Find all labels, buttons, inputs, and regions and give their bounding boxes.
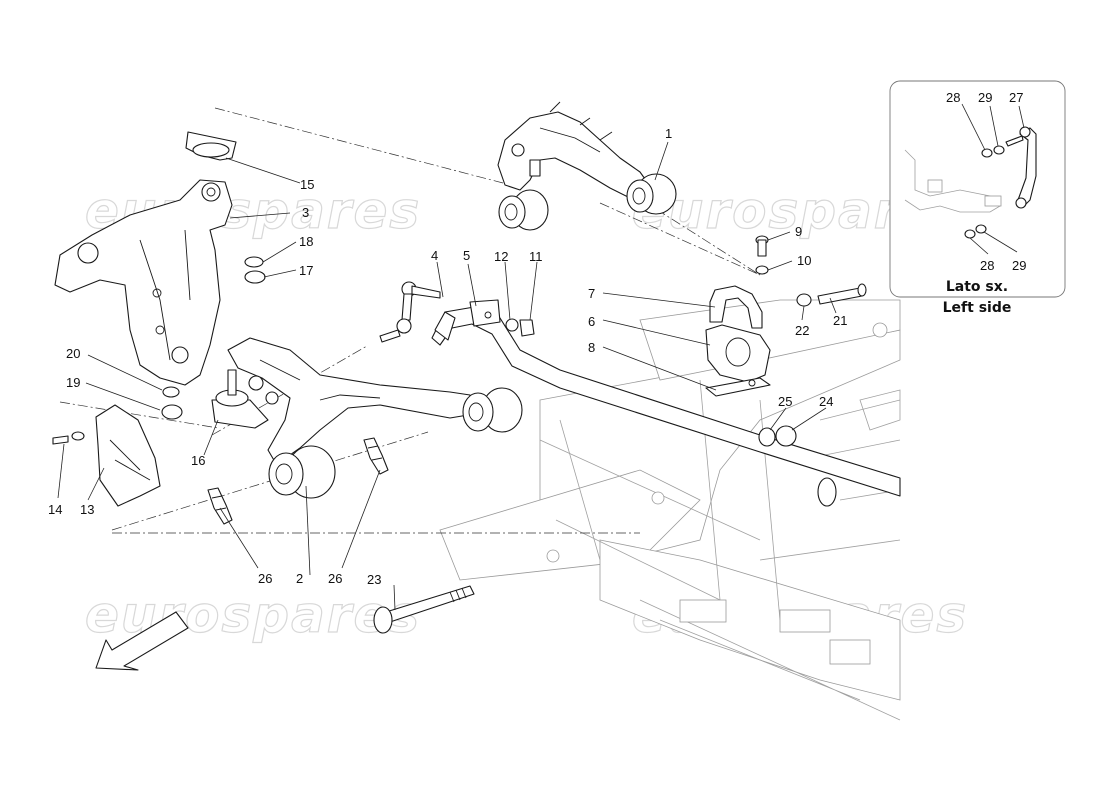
inset-callout-29-bottom: 29	[1012, 258, 1026, 273]
callout-15: 15	[300, 177, 314, 192]
knuckle-shield	[52, 404, 161, 507]
callout-22: 22	[795, 323, 809, 338]
chassis-frame	[439, 299, 901, 721]
arm-bolt	[373, 585, 475, 634]
callout-19: 19	[66, 375, 80, 390]
callout-1: 1	[665, 126, 672, 141]
inset-callout-28-top: 28	[946, 90, 960, 105]
callout-7: 7	[588, 286, 595, 301]
bar-end-bushings	[758, 425, 797, 447]
callout-26-right: 26	[328, 571, 342, 586]
dust-cap	[185, 131, 237, 161]
inset-left-side: 28 29 27 28 29 Lato sx. Left side	[889, 80, 1066, 316]
callout-6: 6	[588, 314, 595, 329]
callout-9: 9	[795, 224, 802, 239]
callout-12: 12	[494, 249, 508, 264]
callout-18: 18	[299, 234, 313, 249]
callout-labels: 1 2 3 4 5 6 7 8 9 10 11 12 13 14 15 16 1…	[48, 126, 847, 587]
bar-clamp-assembly	[705, 285, 771, 397]
callout-10: 10	[797, 253, 811, 268]
callout-26-left: 26	[258, 571, 272, 586]
callout-23: 23	[367, 572, 381, 587]
anti-roll-bar	[431, 305, 901, 507]
direction-arrow-icon	[95, 611, 189, 671]
inset-callout-28-bottom: 28	[980, 258, 994, 273]
drop-link	[379, 281, 441, 343]
watermark-bottom-left: eurospares	[85, 586, 421, 644]
callout-24: 24	[819, 394, 833, 409]
leader-lines	[57, 141, 837, 611]
callout-13: 13	[80, 502, 94, 517]
callout-3: 3	[302, 205, 309, 220]
inset-title-english: Left side	[943, 300, 1012, 316]
inset-callout-29-top: 29	[978, 90, 992, 105]
inset-callout-27: 27	[1009, 90, 1023, 105]
inset-frame	[889, 80, 1066, 298]
callout-20: 20	[66, 346, 80, 361]
callout-4: 4	[431, 248, 438, 263]
callout-14: 14	[48, 502, 62, 517]
callout-21: 21	[833, 313, 847, 328]
ball-joint	[211, 369, 269, 429]
link-bracket	[469, 299, 535, 337]
callout-2: 2	[296, 571, 303, 586]
steering-knuckle	[54, 179, 233, 386]
upper-control-arm	[497, 101, 677, 231]
callout-25: 25	[778, 394, 792, 409]
inset-title-italian: Lato sx.	[946, 279, 1008, 295]
lower-control-arm	[227, 337, 523, 499]
callout-16: 16	[191, 453, 205, 468]
clamp-fasteners	[755, 235, 867, 307]
callout-11: 11	[529, 249, 543, 264]
callout-5: 5	[463, 248, 470, 263]
callout-17: 17	[299, 263, 313, 278]
callout-8: 8	[588, 340, 595, 355]
spring-clips	[207, 437, 389, 525]
